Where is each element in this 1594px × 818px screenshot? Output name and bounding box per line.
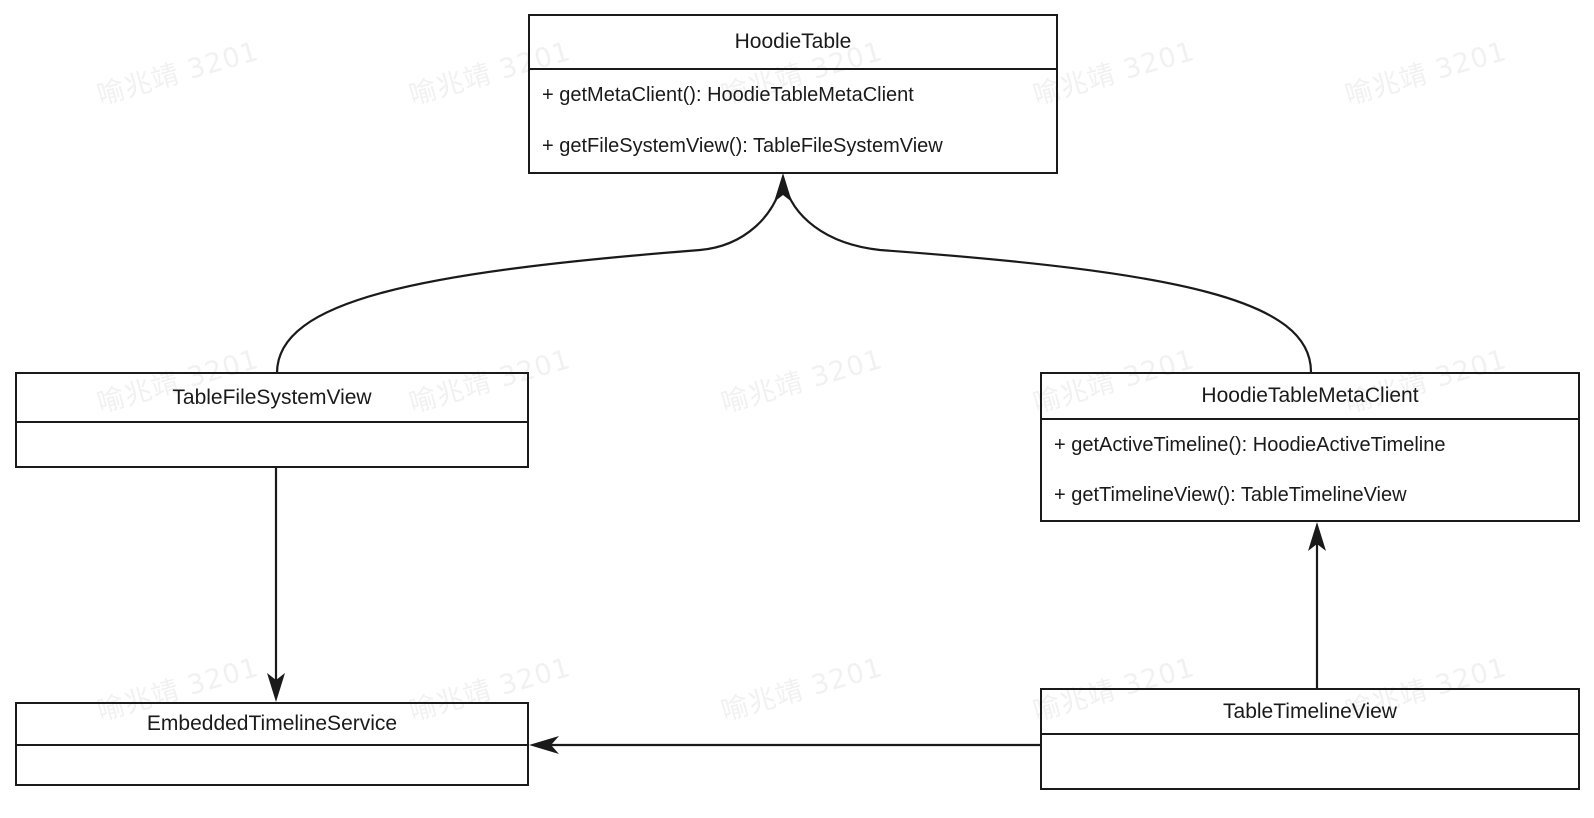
class-member: + getFileSystemView(): TableFileSystemVi… [542, 135, 943, 157]
class-member: + getActiveTimeline(): HoodieActiveTimel… [1054, 433, 1446, 456]
class-name-embedded-timeline-service: EmbeddedTimelineService [17, 704, 527, 746]
class-name-hoodie-table: HoodieTable [530, 16, 1056, 70]
class-name-table-file-system-view: TableFileSystemView [17, 374, 527, 423]
class-box-embedded-timeline-service[interactable]: EmbeddedTimelineService [15, 702, 529, 786]
class-box-table-file-system-view[interactable]: TableFileSystemView [15, 372, 529, 468]
class-body-table-timeline-view [1042, 735, 1578, 788]
class-box-hoodie-table-meta-client[interactable]: HoodieTableMetaClient + getActiveTimelin… [1040, 372, 1580, 522]
class-member: + getMetaClient(): HoodieTableMetaClient [542, 84, 914, 106]
class-box-table-timeline-view[interactable]: TableTimelineView [1040, 688, 1580, 790]
class-body-embedded-timeline-service [17, 746, 527, 784]
class-member: + getTimelineView(): TableTimelineView [1054, 483, 1407, 506]
class-body-hoodie-table: + getMetaClient(): HoodieTableMetaClient… [530, 70, 1056, 172]
class-name-table-timeline-view: TableTimelineView [1042, 690, 1578, 735]
class-body-table-file-system-view [17, 423, 527, 466]
class-body-hoodie-table-meta-client: + getActiveTimeline(): HoodieActiveTimel… [1042, 420, 1578, 520]
class-name-hoodie-table-meta-client: HoodieTableMetaClient [1042, 374, 1578, 420]
class-box-hoodie-table[interactable]: HoodieTable + getMetaClient(): HoodieTab… [528, 14, 1058, 174]
